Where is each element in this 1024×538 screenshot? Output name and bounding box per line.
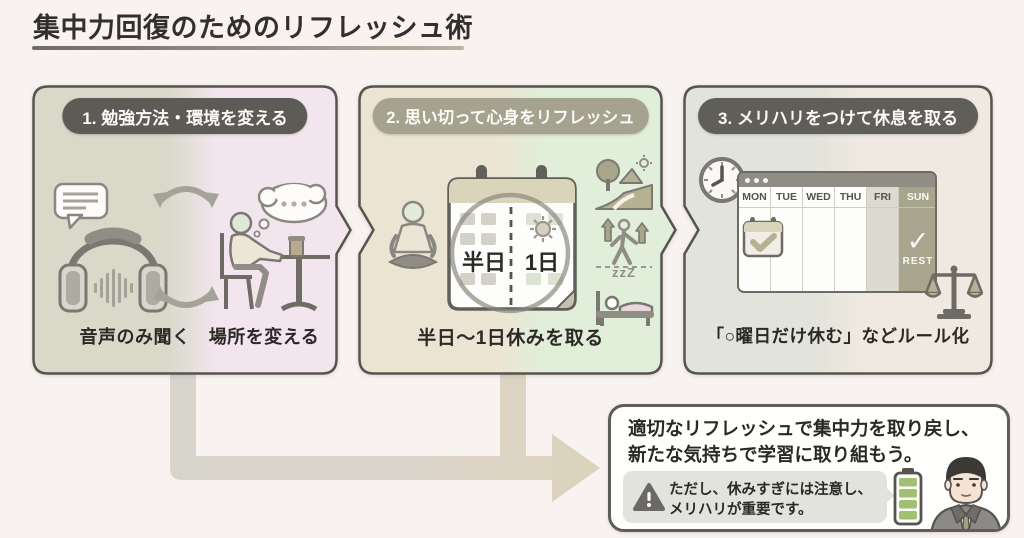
- calendar-cells-left: [460, 213, 496, 285]
- window-dot-icon: [745, 177, 750, 183]
- summary-line2: 新たな気持ちで学習に取り組もう。: [628, 444, 923, 465]
- sleep-bed-icon: [596, 291, 654, 326]
- coffee-cup-icon: [288, 236, 305, 257]
- summary-line1: 適切なリフレッシュで集中力を取り戻し、: [628, 418, 980, 439]
- speech-bubble-icon: [53, 182, 109, 230]
- balance-scale-icon: [925, 265, 983, 319]
- businessman-icon: [930, 457, 1002, 529]
- nature-icon: [595, 155, 653, 211]
- window-titlebar: [739, 173, 935, 187]
- note-line1: ただし、休みすぎには注意し、: [669, 482, 872, 498]
- panel1-caption-right: 場所を変える: [208, 327, 320, 347]
- meditating-person-icon: [387, 200, 439, 269]
- summary-box: 適切なリフレッシュで集中力を取り戻し、 新たな気持ちで学習に取り組もう。 ただし…: [608, 404, 1010, 532]
- panel2-header: 2. 思い切って心身をリフレッシュ: [372, 98, 649, 134]
- battery-icon: [893, 468, 923, 526]
- title-underline: [32, 46, 464, 50]
- headphones-icon: [53, 182, 168, 313]
- thought-bubble-icon: [253, 182, 328, 238]
- note-line2: メリハリが重要です。: [669, 502, 813, 518]
- panel2-caption: 半日～1日休みを取る: [417, 328, 604, 349]
- window-dot-icon: [763, 177, 768, 183]
- panel1-caption-left: 音声のみ聞く: [79, 327, 191, 347]
- window-dot-icon: [754, 177, 759, 183]
- weekday-column-sun: SUN ✓ REST: [899, 187, 935, 291]
- caution-note: ただし、休みすぎには注意し、 メリハリが重要です。: [623, 471, 895, 523]
- swap-arrow-top-icon: [153, 186, 219, 208]
- panel3-caption: 「○曜日だけ休む」などルール化: [706, 326, 970, 346]
- panel3-header: 3. メリハリをつけて休息を取る: [698, 98, 978, 134]
- headphones-body: [58, 227, 168, 313]
- page-title: 集中力回復のためのリフレッシュ術: [33, 13, 473, 43]
- warning-icon: [633, 483, 665, 511]
- panel-change-environment: 1. 勉強方法・環境を変える: [32, 85, 352, 375]
- panel1-header: 1. 勉強方法・環境を変える: [62, 98, 308, 134]
- calendar-icon: [447, 165, 577, 314]
- panel-refresh-body-mind: 2. 思い切って心身をリフレッシュ: [358, 85, 677, 375]
- person-cafe-icon: [220, 182, 330, 312]
- full-day-label: 1日: [524, 250, 560, 275]
- walking-person-icon: [596, 218, 652, 268]
- magnifier-icon: [449, 192, 571, 314]
- sound-wave-icon: [94, 269, 133, 307]
- rest-check: ✓: [906, 226, 930, 256]
- panel-rest-with-rules: 3. メリハリをつけて休息を取る MON TUE WED: [683, 85, 993, 375]
- swap-arrow-bottom-icon: [153, 286, 219, 308]
- sun-small-icon: [636, 155, 652, 171]
- weekday-column-thu: THU: [835, 187, 867, 291]
- zzz-label: zzZ: [612, 265, 636, 280]
- mini-calendar-check-icon: [742, 217, 784, 258]
- weekday-column-wed: WED: [803, 187, 835, 291]
- weekday-column-fri: FRI: [867, 187, 899, 291]
- cafe-table: [266, 236, 330, 312]
- flow-arrow: [170, 372, 600, 502]
- rest-label: REST: [902, 256, 934, 267]
- sitting-person: [220, 211, 284, 310]
- week-calendar-window: MON TUE WED THU FRI SUN ✓ REST: [737, 171, 937, 293]
- sun-icon: [530, 216, 556, 242]
- weekday-column-tue: TUE: [771, 187, 803, 291]
- half-day-label: 半日: [461, 250, 506, 275]
